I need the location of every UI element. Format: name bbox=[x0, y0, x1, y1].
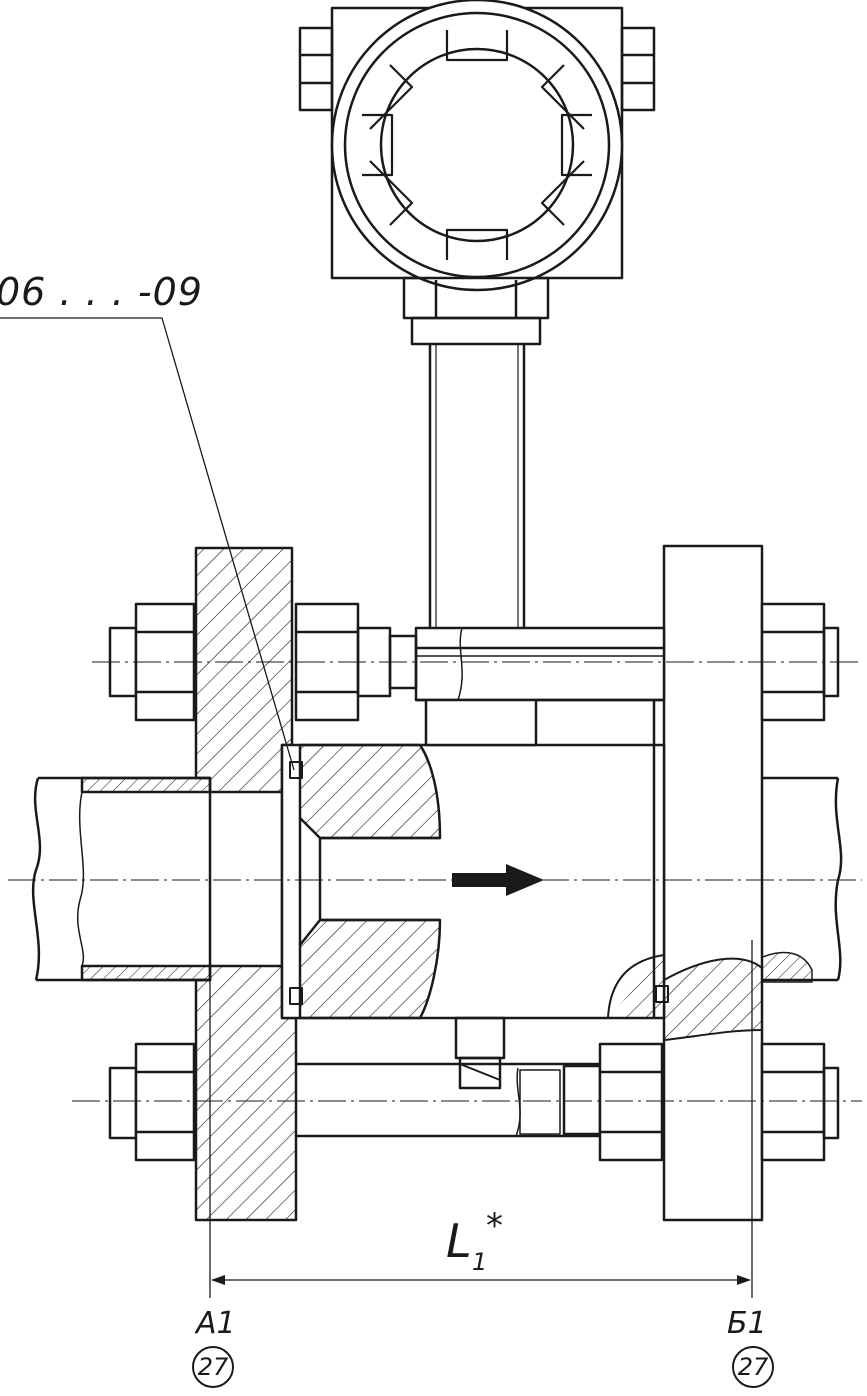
electronics-housing bbox=[298, 0, 656, 346]
inlet-pipe bbox=[31, 776, 212, 982]
flow-direction-arrow bbox=[452, 864, 544, 896]
lower-stud-bolt bbox=[108, 1042, 840, 1162]
callout-leader bbox=[0, 317, 295, 771]
dimension-subscript: 1 bbox=[472, 1248, 488, 1276]
center-lines bbox=[8, 661, 862, 1102]
outlet-flange bbox=[662, 544, 764, 1222]
sensor-stem bbox=[428, 344, 526, 628]
sheet-ref-b1: 27 bbox=[732, 1346, 774, 1388]
meter-body bbox=[280, 626, 669, 1090]
callout-label: 06 . . . -09 bbox=[0, 270, 203, 314]
section-label-a1: А1 bbox=[196, 1306, 236, 1341]
sheet-ref-a1: 27 bbox=[192, 1346, 234, 1388]
dimension-mark: * bbox=[486, 1206, 503, 1246]
dimension-l1 bbox=[209, 940, 753, 1298]
dimension-symbol: L bbox=[446, 1214, 472, 1268]
inlet-flange bbox=[194, 546, 298, 1222]
section-label-b1: Б1 bbox=[727, 1306, 767, 1341]
